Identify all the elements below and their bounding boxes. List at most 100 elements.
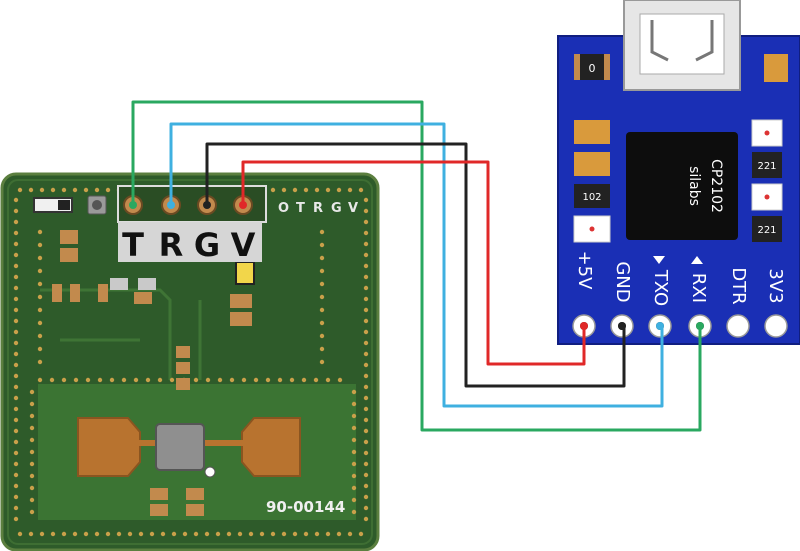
via-dot xyxy=(193,377,199,383)
via-dot xyxy=(13,285,19,291)
via-dot xyxy=(363,417,369,423)
via-dot xyxy=(29,485,35,491)
via-dot xyxy=(94,187,100,193)
via-dot xyxy=(363,263,369,269)
led-dot xyxy=(589,226,595,232)
via-dot xyxy=(363,472,369,478)
via-dot xyxy=(171,531,177,537)
via-dot xyxy=(17,531,23,537)
via-dot xyxy=(37,268,43,274)
via-dot xyxy=(85,377,91,383)
via-dot xyxy=(29,389,35,395)
adapter-pin-labels: +5V GND TXO RXI DTR 3V3 xyxy=(574,251,786,307)
via-dot xyxy=(363,373,369,379)
via-dot xyxy=(37,294,43,300)
via-dot xyxy=(303,531,309,537)
via-dot xyxy=(351,437,357,443)
wires xyxy=(131,100,702,432)
via-dot xyxy=(363,252,369,258)
via-dot xyxy=(336,531,342,537)
silk-label: R xyxy=(313,201,323,216)
via-dot xyxy=(363,450,369,456)
via-dot xyxy=(363,197,369,203)
via-dot xyxy=(351,413,357,419)
via-dot xyxy=(363,340,369,346)
silk-label: O xyxy=(278,201,289,216)
radar-pcb-border xyxy=(7,179,373,545)
via-dot xyxy=(97,377,103,383)
smd-resistor-221 xyxy=(752,152,782,178)
chip-marking: silabs CP2102 xyxy=(686,159,724,213)
component-label: 0 xyxy=(589,62,596,75)
via-dot xyxy=(241,377,247,383)
wire-end xyxy=(203,201,211,209)
via-dot xyxy=(13,439,19,445)
via-dot xyxy=(358,531,364,537)
via-dot xyxy=(121,377,127,383)
smd-cap xyxy=(186,488,204,500)
smd-resistor xyxy=(110,278,128,290)
via-dot xyxy=(49,377,55,383)
via-dot xyxy=(13,505,19,511)
wire-end xyxy=(580,322,588,330)
smd-cap xyxy=(176,378,190,390)
via-dot xyxy=(13,340,19,346)
via-dot xyxy=(13,516,19,522)
via-dot xyxy=(138,531,144,537)
via-dot xyxy=(351,461,357,467)
via-dot xyxy=(319,229,325,235)
via-dot xyxy=(13,230,19,236)
pin-label-3v3: 3V3 xyxy=(765,268,786,303)
via-dot xyxy=(319,255,325,261)
silk-label: T xyxy=(296,201,305,216)
via-dot xyxy=(13,208,19,214)
smd-cap xyxy=(176,346,190,358)
via-dot xyxy=(319,359,325,365)
via-dot xyxy=(277,377,283,383)
via-dot xyxy=(292,531,298,537)
wire-end xyxy=(129,201,137,209)
via-dot xyxy=(29,425,35,431)
antenna-feed-left xyxy=(138,440,158,446)
via-dot xyxy=(13,263,19,269)
via-dot xyxy=(289,377,295,383)
via-dot xyxy=(351,449,357,455)
via-dot xyxy=(17,187,23,193)
via-dot xyxy=(50,187,56,193)
via-dot xyxy=(133,377,139,383)
via-dot xyxy=(145,377,151,383)
via-dot xyxy=(351,389,357,395)
via-dot xyxy=(319,268,325,274)
smd-cap xyxy=(176,362,190,374)
via-dot xyxy=(363,483,369,489)
via-dot xyxy=(37,307,43,313)
via-dot xyxy=(13,395,19,401)
via-dot xyxy=(325,377,331,383)
smd-components xyxy=(52,230,255,516)
via-dot xyxy=(313,377,319,383)
via-dot xyxy=(37,281,43,287)
via-dot xyxy=(29,437,35,443)
via-dot xyxy=(363,439,369,445)
part-number-label: 90-00144 xyxy=(266,498,345,516)
via-dot xyxy=(39,531,45,537)
via-dot xyxy=(204,531,210,537)
cp2102-chip xyxy=(626,132,738,240)
pcb-vias xyxy=(13,187,369,537)
via-dot xyxy=(363,307,369,313)
via-dot xyxy=(363,208,369,214)
pin-label-gnd: GND xyxy=(612,261,633,302)
via-dot xyxy=(37,359,43,365)
radar-chip xyxy=(155,423,205,471)
via-dot xyxy=(13,461,19,467)
smd-resistor xyxy=(138,278,156,290)
via-dot xyxy=(39,187,45,193)
smd-cap xyxy=(230,294,252,308)
via-dot xyxy=(325,187,331,193)
component-label: 221 xyxy=(757,225,776,236)
via-dot xyxy=(351,425,357,431)
via-dot xyxy=(37,333,43,339)
pad xyxy=(574,54,580,80)
via-dot xyxy=(28,187,34,193)
via-dot xyxy=(157,377,163,383)
